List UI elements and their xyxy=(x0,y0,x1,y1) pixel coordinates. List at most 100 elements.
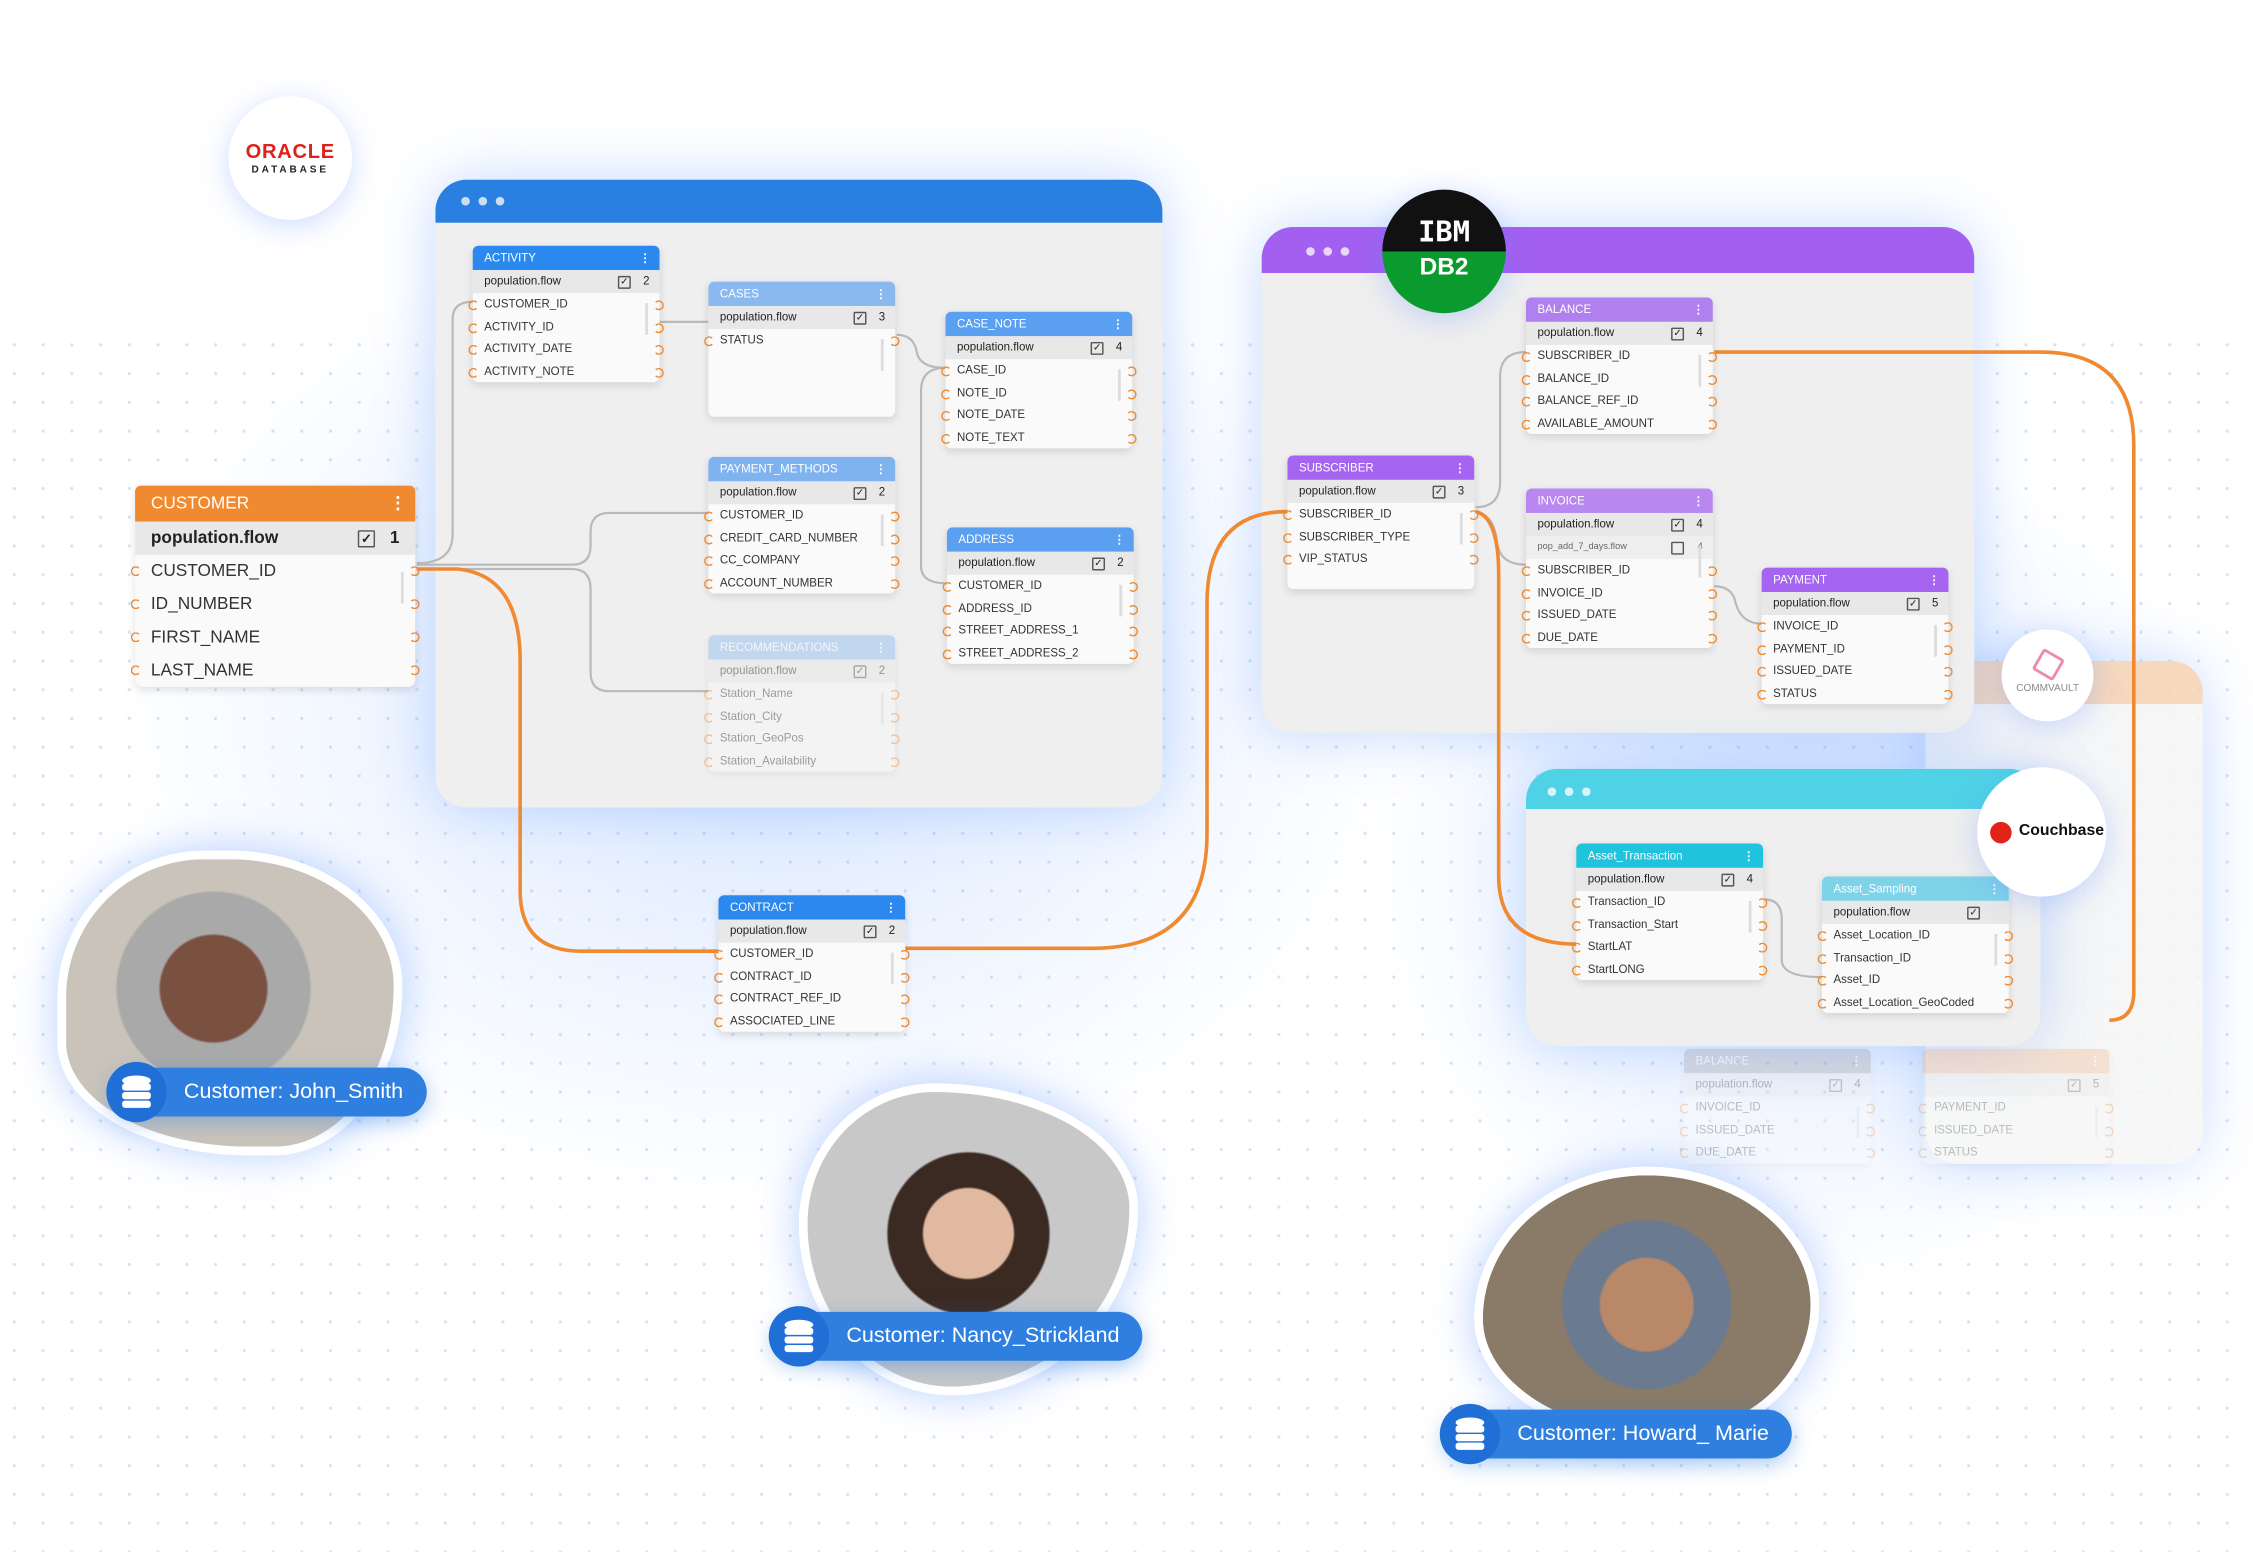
more-options-icon[interactable]: ⋮ xyxy=(875,462,887,476)
table-header[interactable]: Asset_Transaction⋮ xyxy=(1576,843,1764,868)
scrollbar[interactable] xyxy=(1459,512,1463,545)
field-row[interactable]: ID_NUMBER xyxy=(130,588,420,621)
flow-row[interactable]: population.flow✓2 xyxy=(718,919,906,943)
field-row[interactable]: BALANCE_REF_ID xyxy=(1521,389,1718,411)
table-header[interactable]: INVOICE⋮ xyxy=(1525,488,1713,513)
flow-row[interactable]: population.flow✓1 xyxy=(135,521,416,555)
table-header[interactable]: CASE_NOTE⋮ xyxy=(945,311,1133,337)
more-options-icon[interactable]: ⋮ xyxy=(875,640,887,654)
flow-checkbox[interactable]: ✓ xyxy=(853,487,867,501)
field-row[interactable]: CREDIT_CARD_NUMBER xyxy=(704,527,900,549)
more-options-icon[interactable]: ⋮ xyxy=(1742,849,1755,863)
field-row[interactable]: STREET_ADDRESS_1 xyxy=(942,619,1139,641)
field-row[interactable]: ASSOCIATED_LINE xyxy=(714,1009,910,1031)
table-header[interactable]: CASES⋮ xyxy=(708,281,896,307)
scrollbar[interactable] xyxy=(1117,369,1121,401)
field-row[interactable]: ISSUED_DATE xyxy=(1521,603,1718,625)
flow-checkbox[interactable] xyxy=(1671,541,1685,555)
field-row[interactable]: ACTIVITY_NOTE xyxy=(468,360,664,382)
customer-badge-howard-marie[interactable]: Customer: Howard_ Marie xyxy=(1439,1403,1792,1465)
field-row[interactable]: ISSUED_DATE xyxy=(1679,1119,1876,1141)
flow-row[interactable]: population.flow✓4 xyxy=(945,336,1133,360)
flow-row[interactable]: population.flow✓4 xyxy=(1684,1073,1871,1097)
scrollbar[interactable] xyxy=(1698,546,1702,578)
more-options-icon[interactable]: ⋮ xyxy=(1850,1054,1863,1068)
scrollbar[interactable] xyxy=(1119,584,1123,617)
window-titlebar[interactable] xyxy=(1261,227,1975,274)
flow-row[interactable]: population.flow✓4 xyxy=(1576,867,1764,891)
table-header[interactable]: RECOMMENDATIONS⋮ xyxy=(708,635,896,660)
table-header[interactable]: ⋮ xyxy=(1922,1048,2110,1074)
flow-checkbox[interactable]: ✓ xyxy=(863,925,877,939)
field-row[interactable]: ACCOUNT_NUMBER xyxy=(704,571,900,593)
field-row[interactable]: STREET_ADDRESS_2 xyxy=(942,642,1139,664)
field-row[interactable]: INVOICE_ID xyxy=(1521,581,1718,603)
flow-row[interactable]: population.flow✓ xyxy=(1821,900,2009,924)
field-row[interactable]: ACTIVITY_DATE xyxy=(468,338,664,360)
scrollbar[interactable] xyxy=(1856,1106,1860,1139)
more-options-icon[interactable]: ⋮ xyxy=(1928,573,1940,587)
field-row[interactable]: STATUS xyxy=(1757,682,1953,704)
scrollbar[interactable] xyxy=(1748,900,1752,933)
field-row[interactable]: CUSTOMER_ID xyxy=(130,555,420,588)
field-row[interactable]: NOTE_ID xyxy=(941,381,1137,403)
field-row[interactable]: Station_GeoPos xyxy=(704,727,900,749)
field-row[interactable]: Station_City xyxy=(704,705,900,727)
scrollbar[interactable] xyxy=(890,952,894,985)
flow-checkbox[interactable]: ✓ xyxy=(1092,557,1105,571)
table-header[interactable]: ACTIVITY⋮ xyxy=(472,245,660,271)
field-row[interactable]: Station_Name xyxy=(704,683,900,705)
field-row[interactable]: StartLAT xyxy=(1571,935,1768,957)
field-row[interactable]: SUBSCRIBER_ID xyxy=(1521,559,1718,581)
more-options-icon[interactable]: ⋮ xyxy=(875,287,887,301)
more-options-icon[interactable]: ⋮ xyxy=(1692,494,1705,508)
more-options-icon[interactable]: ⋮ xyxy=(1112,317,1124,331)
flow-checkbox[interactable]: ✓ xyxy=(1432,485,1446,499)
flow-checkbox[interactable]: ✓ xyxy=(853,311,867,325)
flow-row[interactable]: ✓5 xyxy=(1922,1073,2110,1097)
field-row[interactable]: Asset_Location_ID xyxy=(1817,924,2014,946)
field-row[interactable]: NOTE_DATE xyxy=(941,404,1137,426)
field-row[interactable]: Transaction_ID xyxy=(1817,946,2014,968)
field-row[interactable]: INVOICE_ID xyxy=(1757,615,1953,637)
field-row[interactable]: PAYMENT_ID xyxy=(1757,637,1953,659)
scrollbar[interactable] xyxy=(880,514,884,547)
field-row[interactable]: ACTIVITY_ID xyxy=(468,315,664,337)
field-row[interactable]: CUSTOMER_ID xyxy=(704,504,900,526)
flow-checkbox[interactable]: ✓ xyxy=(1829,1079,1843,1093)
field-row[interactable]: CUSTOMER_ID xyxy=(714,943,910,965)
field-row[interactable]: NOTE_TEXT xyxy=(941,426,1137,448)
more-options-icon[interactable]: ⋮ xyxy=(389,492,407,513)
flow-checkbox[interactable]: ✓ xyxy=(1721,873,1735,887)
field-row[interactable]: ISSUED_DATE xyxy=(1757,660,1953,682)
field-row[interactable]: CUSTOMER_ID xyxy=(942,575,1139,597)
table-header[interactable]: CUSTOMER⋮ xyxy=(135,485,416,522)
field-row[interactable]: Asset_ID xyxy=(1817,968,2014,990)
scrollbar[interactable] xyxy=(880,339,884,371)
field-row[interactable]: FIRST_NAME xyxy=(130,621,420,654)
field-row[interactable]: Station_Availability xyxy=(704,749,900,771)
flow-row[interactable]: population.flow✓3 xyxy=(1287,479,1475,503)
flow-checkbox[interactable]: ✓ xyxy=(853,665,867,679)
scrollbar[interactable] xyxy=(1698,354,1702,387)
flow-checkbox[interactable]: ✓ xyxy=(357,530,376,548)
flow-checkbox[interactable]: ✓ xyxy=(1671,518,1685,532)
field-row[interactable]: CONTRACT_ID xyxy=(714,965,910,987)
more-options-icon[interactable]: ⋮ xyxy=(1988,882,2001,896)
more-options-icon[interactable]: ⋮ xyxy=(639,251,651,265)
more-options-icon[interactable]: ⋮ xyxy=(2089,1054,2101,1068)
table-header[interactable]: SUBSCRIBER⋮ xyxy=(1287,455,1475,480)
table-header[interactable]: PAYMENT⋮ xyxy=(1761,567,1949,593)
field-row[interactable]: SUBSCRIBER_TYPE xyxy=(1283,525,1479,547)
flow-checkbox[interactable]: ✓ xyxy=(617,275,631,289)
customer-badge-john-smith[interactable]: Customer: John_Smith xyxy=(106,1061,427,1123)
